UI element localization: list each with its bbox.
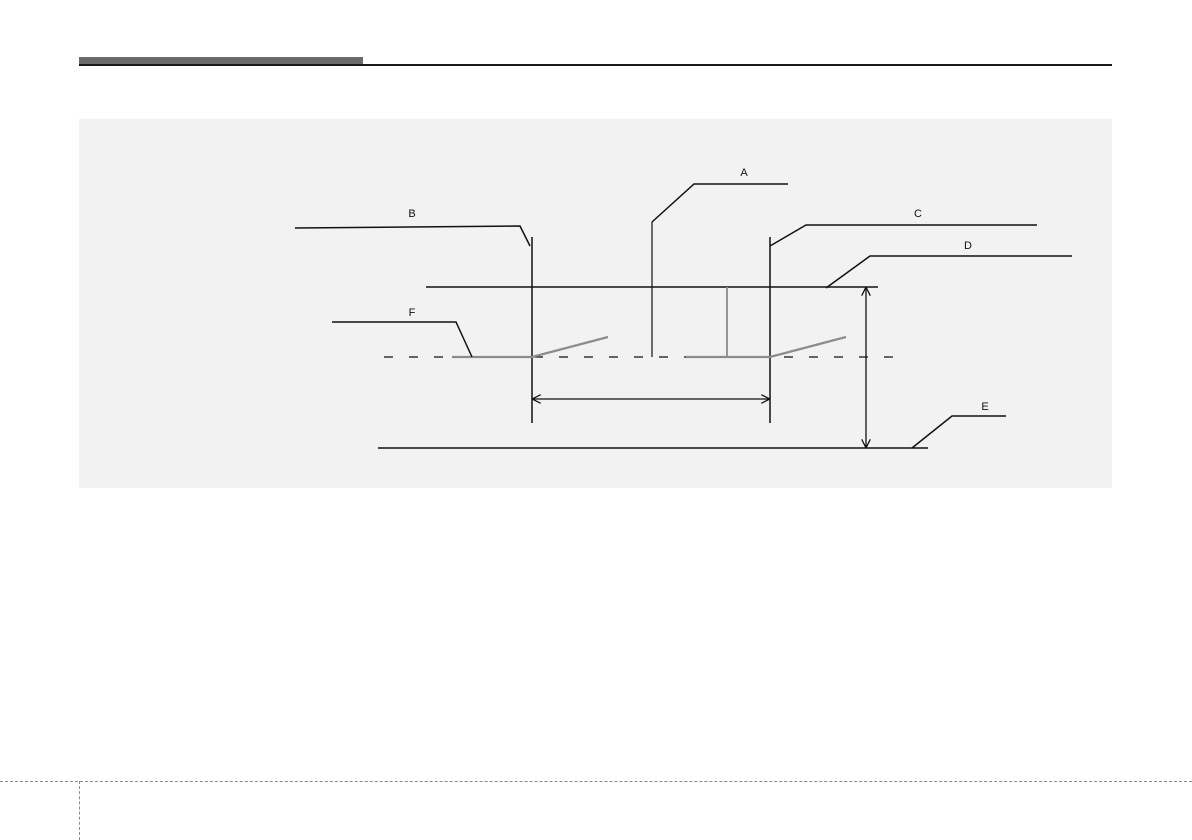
footer-dashed-rule <box>0 781 1192 782</box>
leader-c <box>770 225 1037 246</box>
callout-label-e: E <box>981 401 988 413</box>
left-beam-cutoff <box>452 337 608 357</box>
callout-label-c: C <box>914 208 922 220</box>
leader-d <box>826 256 1072 288</box>
callout-label-d: D <box>964 240 972 252</box>
leader-e <box>912 416 1006 448</box>
leader-f <box>332 322 472 357</box>
callout-label-b: B <box>408 208 415 220</box>
callout-label-f: F <box>409 307 416 319</box>
leader-b <box>295 226 530 246</box>
right-beam-cutoff <box>686 337 846 357</box>
footer-margin-rule <box>79 781 80 840</box>
leader-a <box>652 184 788 222</box>
callout-label-a: A <box>740 167 748 179</box>
